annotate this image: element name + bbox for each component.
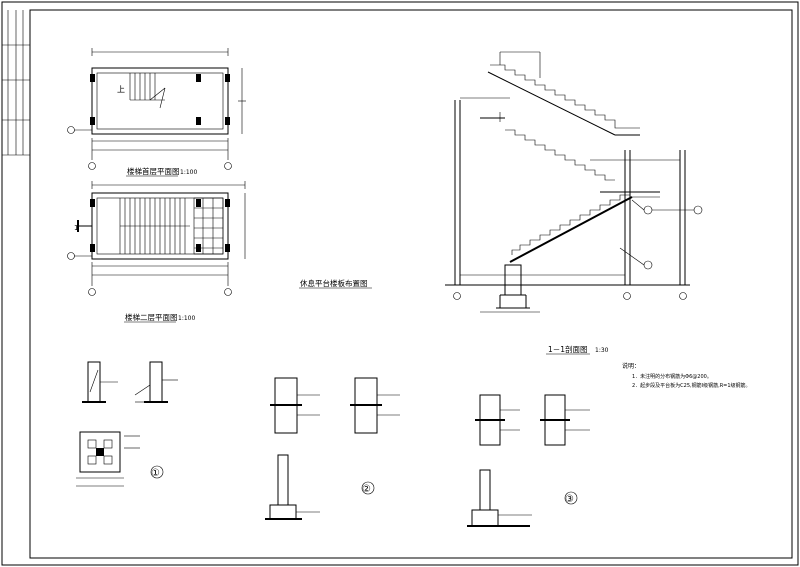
section-mark: 1 <box>74 224 78 232</box>
ground-floor-plan-title: 楼梯首层平面图 <box>127 166 180 176</box>
notes-title: 说明： <box>622 362 640 370</box>
up-label: 上 <box>117 85 125 94</box>
detail-3 <box>467 394 590 527</box>
notes: 说明： 1．未注明的分布钢筋为Φ6@200。 2．起步段及平台板为C25,钢筋Ⅰ… <box>622 362 751 389</box>
detail-2 <box>265 377 400 520</box>
notes-line-2: 2．起步段及平台板为C25,钢筋Ⅰ级钢筋,R=1级钢筋。 <box>632 382 751 389</box>
ground-floor-plan-scale: 1:100 <box>180 169 197 176</box>
lower-stair-flight <box>509 191 660 263</box>
second-floor-plan-title: 楼梯二层平面图 <box>125 312 178 322</box>
second-stair-treads <box>119 198 190 254</box>
second-floor-plan-scale: 1:100 <box>178 315 195 322</box>
section-view <box>445 51 703 313</box>
detail-3-label: ③ <box>565 494 574 505</box>
drawing-frame <box>29 9 793 559</box>
section-scale: 1:30 <box>595 347 609 354</box>
platform-layout-title: 休息平台楼板布置图 <box>300 278 368 288</box>
detail-2-label: ② <box>362 484 371 495</box>
detail-1 <box>76 361 178 487</box>
section-title: 1－1剖面图 <box>548 344 588 354</box>
upper-stair-flight <box>487 51 640 136</box>
second-floor-plan: 1 <box>67 181 246 296</box>
notes-line-1: 1．未注明的分布钢筋为Φ6@200。 <box>632 373 712 380</box>
middle-stair-flight <box>480 112 615 181</box>
foundation <box>480 264 540 313</box>
ground-stair-flight <box>129 73 166 109</box>
binding-strip <box>2 10 30 156</box>
detail-1-label: ① <box>151 468 160 479</box>
ground-floor-plan: 上 <box>67 48 246 170</box>
